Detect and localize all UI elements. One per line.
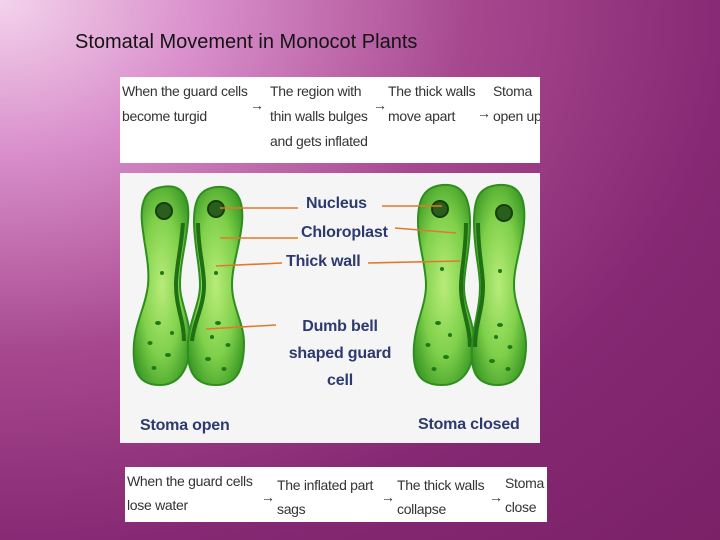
- flaccid-sequence-panel: When the guard cells lose water → The in…: [125, 467, 547, 522]
- label-guard-cell-line: shaped guard: [288, 345, 392, 362]
- arrow-icon: →: [250, 97, 264, 113]
- arrow-icon: →: [261, 489, 275, 505]
- step-line: close: [505, 499, 537, 515]
- step-inflated-part-sags: The inflated part sags: [277, 473, 373, 521]
- arrow-icon: →: [373, 97, 387, 113]
- step-line: When the guard cells: [122, 83, 248, 99]
- label-stoma-closed: Stoma closed: [418, 416, 520, 433]
- label-nucleus: Nucleus: [306, 195, 367, 212]
- step-thick-walls-apart: The thick walls move apart: [388, 79, 476, 129]
- step-line: Stoma: [505, 475, 544, 491]
- nucleus-icon: [155, 202, 173, 220]
- arrow-icon: →: [477, 105, 491, 121]
- step-stoma-close: Stoma close: [505, 471, 544, 519]
- step-line: The thick walls: [397, 477, 485, 493]
- step-line: The inflated part: [277, 477, 374, 493]
- chloroplasts-closed: [425, 267, 513, 371]
- step-line: The region with: [270, 83, 362, 99]
- step-line: The thick walls: [388, 83, 476, 99]
- step-line: sags: [277, 501, 306, 517]
- arrow-icon: →: [489, 489, 503, 505]
- nucleus-icon: [495, 204, 513, 222]
- step-line: and gets inflated: [270, 133, 368, 149]
- step-stoma-open-up: Stoma open up: [493, 79, 540, 129]
- step-line: Stoma: [493, 83, 532, 99]
- step-line: become turgid: [122, 108, 207, 124]
- step-guard-cells-turgid: When the guard cells become turgid: [122, 79, 248, 129]
- step-thick-walls-collapse: The thick walls collapse: [397, 473, 485, 521]
- step-line: When the guard cells: [127, 473, 253, 489]
- label-guard-cell: Dumb bell shaped guard cell: [276, 313, 404, 394]
- open-left-guard-cell: [132, 185, 192, 387]
- label-stoma-open: Stoma open: [140, 417, 230, 434]
- label-thick-wall: Thick wall: [286, 253, 361, 270]
- step-line: collapse: [397, 501, 446, 517]
- arrow-icon: →: [381, 489, 395, 505]
- closed-left-guard-cell: [412, 183, 476, 387]
- label-chloroplast: Chloroplast: [301, 224, 388, 241]
- guard-cell-diagram: Nucleus Chloroplast Thick wall Dumb bell…: [120, 173, 540, 443]
- open-right-guard-cell: [186, 185, 246, 387]
- step-guard-cells-lose-water: When the guard cells lose water: [127, 469, 253, 517]
- nucleus-icon: [431, 200, 449, 218]
- step-line: move apart: [388, 108, 456, 124]
- label-guard-cell-line: Dumb bell: [302, 318, 378, 335]
- closed-right-guard-cell: [470, 183, 528, 387]
- nucleus-icon: [207, 200, 225, 218]
- step-thin-wall-bulges: The region with thin walls bulges and ge…: [270, 79, 368, 154]
- step-line: lose water: [127, 497, 188, 513]
- turgid-sequence-panel: When the guard cells become turgid → The…: [120, 77, 540, 163]
- chloroplasts-open: [147, 271, 231, 371]
- step-line: open up: [493, 108, 540, 124]
- label-guard-cell-line: cell: [327, 372, 353, 389]
- guard-cell-illustration: [132, 183, 528, 387]
- leader-lines: [205, 205, 461, 330]
- step-line: thin walls bulges: [270, 108, 368, 124]
- slide-title: Stomatal Movement in Monocot Plants: [75, 31, 418, 53]
